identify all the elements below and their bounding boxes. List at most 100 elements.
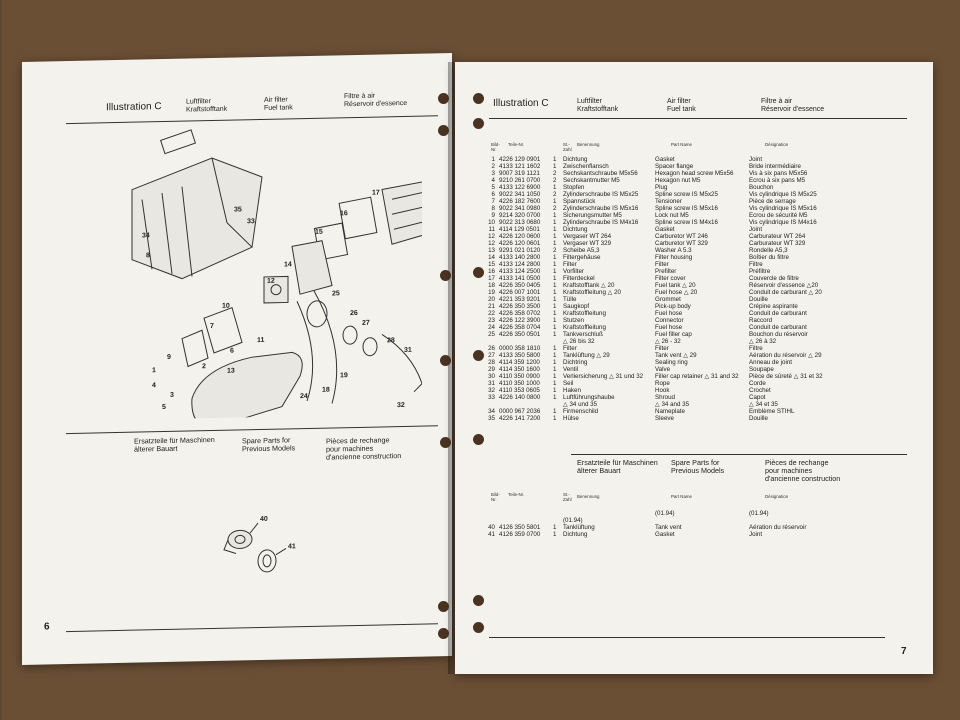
left-header-en: Air filter Fuel tank (264, 96, 293, 112)
left-subsection-de: Ersatzteile für Maschinen älterer Bauart (134, 434, 215, 454)
cell-part: 4133 124 2800 (499, 261, 541, 268)
cell-pos: 1 (491, 156, 495, 163)
cell-part: 4133 121 1602 (499, 163, 541, 170)
cell-qty: 1 (553, 226, 557, 233)
right-header-de: Luftfilter Kraftstofftank (577, 98, 619, 113)
cell-de: Vorfilter (563, 268, 584, 275)
cell-fr: Douille (749, 296, 768, 303)
cell-qty: 2 (553, 205, 557, 212)
cell-fr: Vis à six pans M5x56 (749, 170, 808, 177)
cell-en: Tank vent △ 29 (655, 352, 697, 359)
callout-12: 12 (267, 278, 275, 285)
cell-pos: 27 (488, 352, 495, 359)
old-parts-diagram: 40 41 (223, 516, 296, 573)
cell-part: 4133 350 5800 (499, 352, 541, 359)
cell-qty: 1 (553, 184, 557, 191)
cell-part: 4126 350 5801 (499, 524, 541, 531)
cell-part: 4226 182 7600 (499, 198, 541, 205)
cell-part: 4226 140 0800 (499, 394, 541, 401)
cell-de: Kraftstoffleitung (563, 310, 606, 317)
cell-en: Spline screw IS M5x16 (655, 205, 718, 212)
cell-qty: 1 (553, 359, 557, 366)
cell-qty: 1 (553, 415, 557, 422)
col2-header-en: Part Name (671, 494, 692, 499)
cell-de: Tankverschluß (563, 331, 603, 338)
binding-hole (473, 118, 484, 129)
callout-6: 6 (230, 348, 234, 355)
callout-9: 9 (167, 354, 171, 361)
cell-part: 0000 358 1810 (499, 345, 541, 352)
cell-fr: Raccord (749, 317, 773, 324)
cell-fr: Joint (749, 226, 763, 233)
table-row: (01.94)(01.94) (485, 510, 808, 517)
cell-part: 9291 021 0120 (499, 247, 541, 254)
left-subsection-rule (66, 425, 438, 435)
cell-de: Dichtung (563, 531, 588, 538)
cell-pos: 19 (488, 289, 495, 296)
left-header-de: Luftfilter Kraftstofftank (186, 98, 228, 114)
callout-11: 11 (257, 337, 265, 344)
cell-qty: 1 (553, 310, 557, 317)
cell-part: 4226 129 0901 (499, 156, 541, 163)
cell-qty: 1 (553, 531, 557, 538)
cell-de: Sicherungsmutter M5 (563, 212, 622, 219)
cell-en: △ 34 and 35 (655, 401, 690, 408)
left-illustration-label: Illustration C (106, 101, 162, 114)
cell-de: Vergaser WT 329 (563, 240, 612, 247)
cell-part: 4114 129 0501 (499, 226, 540, 233)
cell-pos: 33 (488, 394, 495, 401)
col-header-pos: Bild-Nr. (491, 142, 500, 152)
cell-de: Filtergehäuse (563, 254, 601, 261)
cell-fr: Réservoir d'essence △20 (749, 282, 819, 289)
cell-en: Gasket (655, 156, 675, 163)
cell-pos: 4 (491, 177, 495, 184)
cell-part: 4226 350 0501 (499, 331, 541, 338)
callout-25: 25 (332, 290, 340, 297)
cell-qty: 1 (553, 261, 557, 268)
cell-part (499, 517, 553, 524)
callout-31: 31 (404, 347, 412, 354)
cell-fr: Filtre (749, 345, 763, 352)
callout-2: 2 (202, 363, 206, 370)
cell-part: 4126 359 0700 (499, 531, 541, 538)
cell-pos: 21 (488, 303, 495, 310)
callout-13: 13 (227, 368, 235, 375)
table-row: (01.94) (485, 517, 808, 524)
right-illustration-label: Illustration C (493, 98, 549, 109)
right-page: Illustration C Luftfilter Kraftstofftank… (455, 62, 933, 674)
cell-pos: 34 (488, 408, 495, 415)
cell-fr: Corde (749, 380, 766, 387)
cell-fr: Carburateur WT 329 (749, 240, 806, 247)
cell-de: Sechskantmutter M5 (563, 177, 620, 184)
cell-de: Zylinderschraube IS M4x16 (563, 219, 639, 226)
cell-qty: 1 (553, 268, 557, 275)
cell-en: Filter (655, 345, 669, 352)
binding-hole (473, 93, 484, 104)
cell-part: 4133 124 2500 (499, 268, 541, 275)
cell-en: Hexagon nut M5 (655, 177, 701, 184)
cell-en: Grommet (655, 296, 681, 303)
callout-5: 5 (162, 404, 166, 411)
cell-de: Sechskantschraube M5x56 (563, 170, 638, 177)
col-header-en: Part Name (671, 142, 692, 147)
cell-en: Nameplate (655, 408, 685, 415)
cell-en: Filter (655, 261, 669, 268)
cell-part: 4226 350 0405 (499, 282, 541, 289)
cell-en: Filter cover (655, 275, 686, 282)
binding-hole (473, 267, 484, 278)
cell-fr: Capot (749, 394, 766, 401)
cell-fr: Ecrou de sécurité M5 (749, 212, 808, 219)
cell-part: 4110 350 1000 (499, 380, 540, 387)
col2-header-qty: St.-Zahl (563, 492, 572, 502)
cell-fr: Crochet (749, 387, 771, 394)
